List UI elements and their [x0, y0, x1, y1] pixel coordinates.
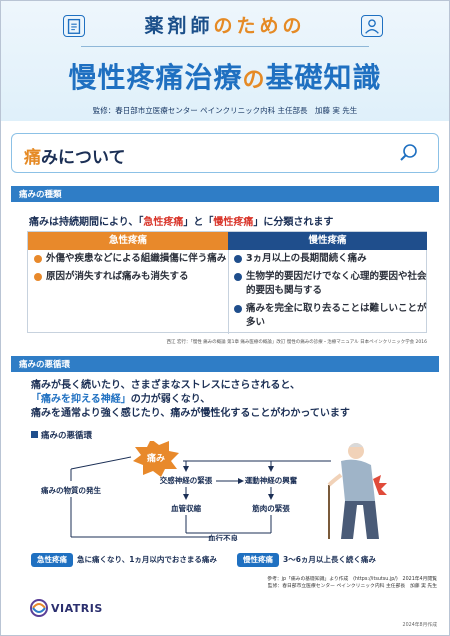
list-item: 外傷や疾患などによる組織損傷に伴う痛み [34, 252, 230, 266]
vicious-cycle-diagram: 痛み 交感神経の緊張 運動神経の興奮 血管収縮 筋肉の緊張 痛みの物質の発生 血… [40, 441, 387, 541]
created-date: 2024年8月作成 [402, 623, 437, 628]
acute-text: 急に痛くなり、1ヵ月以内でおさまる痛み [77, 555, 217, 564]
acute-header: 急性疼痛 [28, 232, 228, 250]
list-item: 痛みを完全に取り去ることは難しいことが多い [234, 302, 430, 330]
chronic-definition: 慢性疼痛 3〜6ヵ月以上長く続く痛み [237, 549, 376, 567]
viatris-logo: VIATRIS [29, 597, 119, 619]
pain-types-band: 痛みの種類 [11, 186, 439, 202]
logo-text: VIATRIS [51, 602, 103, 615]
acute-definition: 急性疼痛急に痛くなり、1ヵ月以内でおさまる痛み [31, 549, 217, 567]
pharmacist-icon [361, 15, 383, 37]
title-divider [81, 46, 369, 47]
chronic-text: 3〜6ヵ月以上長く続く痛み [283, 555, 376, 564]
diagram-node-pain: 痛み [146, 452, 165, 464]
band-label: 痛みの種類 [19, 190, 62, 200]
header: 薬剤師のための 慢性疼痛治療の基礎知識 監修：春日部市立医療センター ペインクリ… [1, 1, 449, 121]
classification-lead: 痛みは持続期間により、「急性疼痛」と「慢性疼痛」に分類されます [29, 217, 334, 228]
chronic-header: 慢性疼痛 [228, 232, 427, 250]
arrow [70, 456, 132, 470]
band-label: 痛みの悪循環 [19, 360, 71, 370]
clipboard-icon [63, 15, 85, 37]
pain-burst-icon [133, 441, 179, 477]
table-source: 西江 宏行：「慢性 痛みの概論 第1章 痛み医療の概論」改訂 慢性の痛みの診療・… [166, 340, 427, 345]
elderly-person-illustration [327, 443, 387, 539]
diagram-node-motor: 運動神経の興奮 [245, 475, 298, 485]
diagram-node-muscle: 筋肉の緊張 [252, 503, 290, 513]
table-divider [228, 250, 229, 334]
footer-source: 参考：jp「痛みの基礎知識」より作成 (https://itsutsu.jp/)… [267, 577, 437, 589]
acute-column: 外傷や疾患などによる組織損傷に伴う痛み 原因が消失すれば痛みも消失する [34, 252, 230, 288]
about-pain-title: 痛みについて [24, 148, 126, 168]
list-item: 生物学的要因だけでなく心理的要因や社会的要因も関与する [234, 270, 430, 298]
list-item: 原因が消失すれば痛みも消失する [34, 270, 230, 284]
diagram-node-vaso: 血管収縮 [171, 503, 201, 513]
search-icon [400, 144, 417, 161]
diagram-title: 痛みの悪循環 [31, 429, 92, 441]
pre-title: 薬剤師のための [144, 15, 306, 37]
chronic-column: 3ヵ月以上の長期間続く痛み 生物学的要因だけでなく心理的要因や社会的要因も関与す… [234, 252, 430, 334]
supervisor-credit: 監修：春日部市立医療センター ペインクリニック内科 主任部長 加藤 実 先生 [92, 106, 358, 115]
pain-types-table: 急性疼痛 慢性疼痛 外傷や疾患などによる組織損傷に伴う痛み 原因が消失すれば痛み… [27, 231, 430, 334]
chronic-tag: 慢性疼痛 [237, 552, 279, 567]
vicious-cycle-band: 痛みの悪循環 [11, 356, 439, 372]
viatris-logo-icon [30, 599, 48, 617]
vicious-cycle-text: 痛みが長く続いたり、さまざまなストレスにさらされると、 「痛みを抑える神経」の力… [31, 380, 350, 419]
square-bullet-icon [31, 431, 38, 438]
diagram-node-substances: 痛みの物質の発生 [40, 485, 101, 495]
main-title: 慢性疼痛治療の基礎知識 [68, 61, 382, 94]
diagram-node-blood: 血行不良 [208, 533, 238, 541]
diagram-node-sympathetic: 交感神経の緊張 [160, 475, 213, 485]
list-item: 3ヵ月以上の長期間続く痛み [234, 252, 430, 266]
about-pain-heading-box: 痛みについて [11, 133, 439, 173]
acute-tag: 急性疼痛 [31, 552, 73, 567]
